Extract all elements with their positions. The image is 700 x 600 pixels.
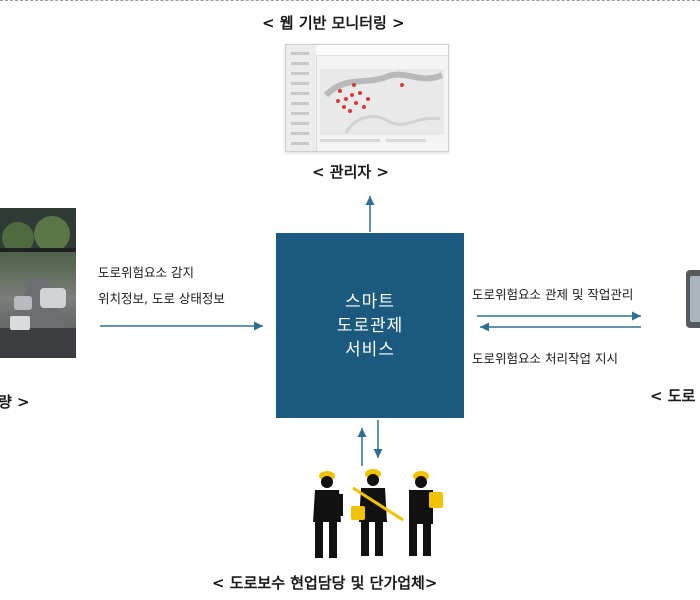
right-partial-label: < 도로: [650, 387, 696, 405]
web-topbar: [316, 45, 448, 56]
right-label-control: 도로위험요소 관제 및 작업관리: [472, 287, 634, 302]
tablet-screen: [690, 276, 700, 322]
map-icon: [320, 69, 444, 142]
right-label-instruction: 도로위험요소 처리작업 지시: [472, 351, 618, 366]
top-dashed-border: [0, 0, 700, 1]
smart-road-control-service-box: 스마트 도로관제 서비스: [276, 233, 464, 418]
left-partial-label: 량 >: [0, 393, 30, 411]
center-box-line-2: 도로관제: [336, 315, 404, 336]
center-box-line-3: 서비스: [345, 339, 395, 360]
left-label-location: 위치정보, 도로 상태정보: [98, 291, 225, 306]
left-label-detect: 도로위험요소 감지: [98, 265, 194, 280]
map-monitor-screenshot: [285, 44, 449, 152]
bottom-workers-label: < 도로보수 현업담당 및 단가업체>: [212, 574, 438, 592]
worker-icon: [313, 469, 443, 558]
vehicle-camera-photo: [0, 208, 76, 358]
admin-label: < 관리자 >: [312, 163, 389, 181]
web-sidebar: [286, 45, 317, 151]
center-box-line-1: 스마트: [345, 291, 395, 312]
web-monitoring-label: < 웹 기반 모니터링 >: [262, 14, 405, 32]
car-icon: [0, 208, 76, 358]
